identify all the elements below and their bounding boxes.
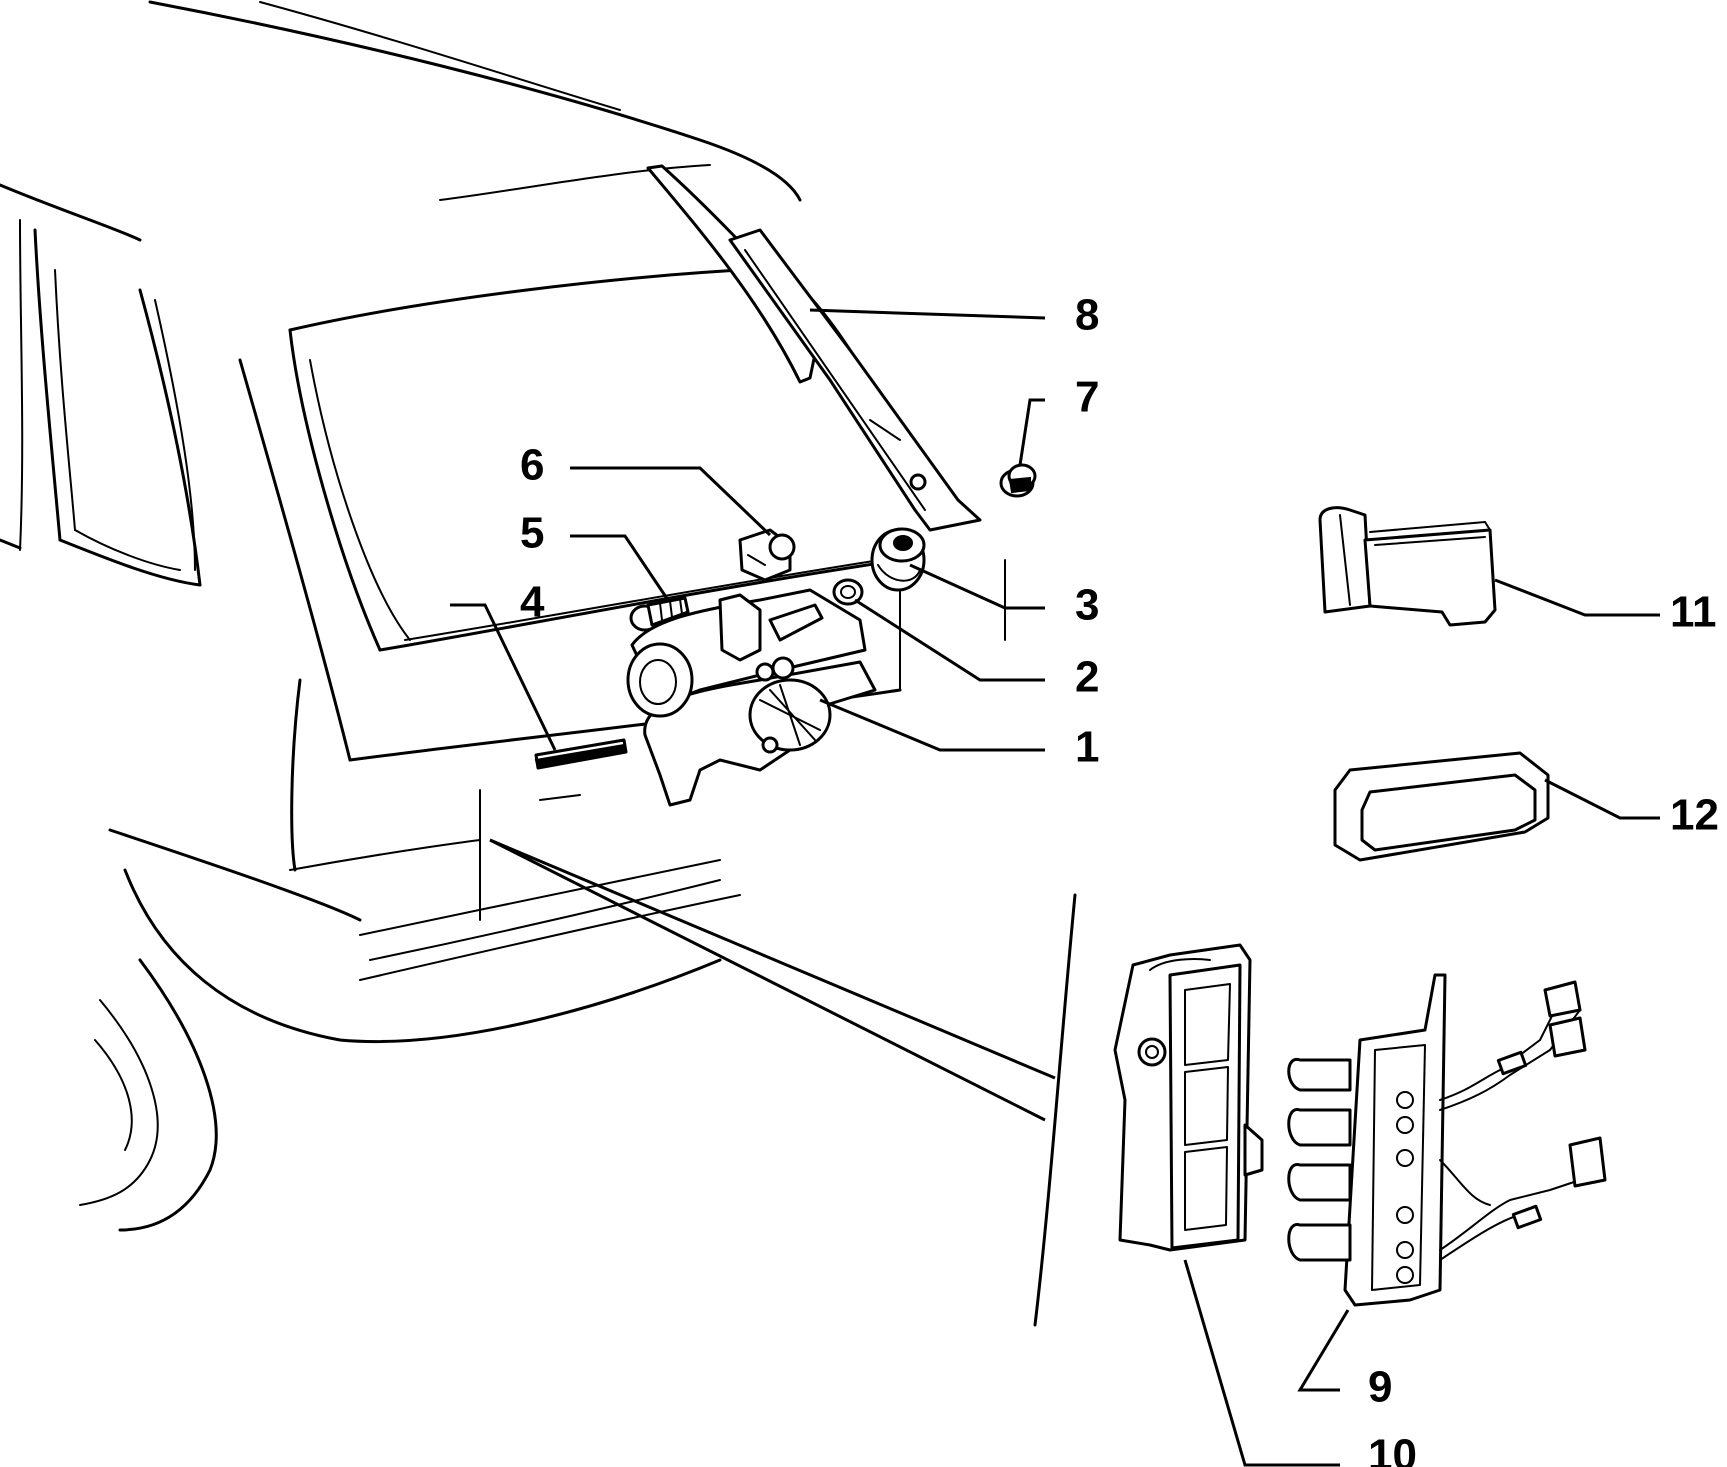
callout-2: 2: [1075, 653, 1099, 702]
pad-strip: [534, 738, 628, 770]
callout-labels: 1 2 3 4 5 6 7 8 9 10 11 12: [520, 291, 1719, 1467]
leader-lines: [450, 308, 1660, 1467]
bracket-nut: [738, 528, 796, 582]
callout-8: 8: [1075, 291, 1099, 340]
callout-11: 11: [1670, 588, 1717, 637]
callout-5: 5: [520, 509, 544, 558]
connector-clip: [1318, 506, 1497, 627]
callout-3: 3: [1075, 581, 1099, 630]
wiper-arm-blade: [646, 164, 982, 532]
callout-10: 10: [1368, 1431, 1417, 1467]
nut-cap: [999, 463, 1037, 498]
grommet: [870, 527, 926, 592]
callout-4: 4: [520, 578, 545, 627]
callout-7: 7: [1075, 373, 1099, 422]
washer: [832, 578, 864, 606]
callout-1: 1: [1075, 723, 1099, 772]
wiper-motor: [626, 588, 877, 807]
lens: [1333, 751, 1550, 862]
tail-lamp-unit: [1113, 943, 1264, 1252]
callout-6: 6: [520, 441, 544, 490]
callout-9: 9: [1368, 1363, 1392, 1412]
bolt: [629, 596, 690, 632]
car-body-outline: [0, 0, 1077, 1327]
lamp-holder-harness: [1287, 973, 1607, 1307]
callout-12: 12: [1670, 791, 1719, 840]
